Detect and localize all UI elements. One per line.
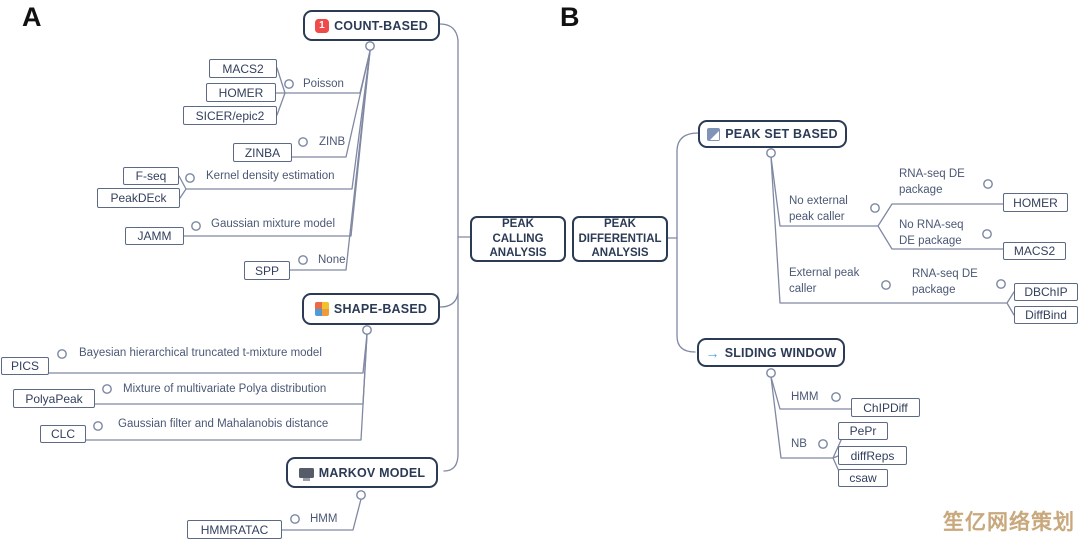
tool-box-pepr: PePr — [838, 422, 888, 440]
node-shape-based: SHAPE-BASED — [302, 293, 440, 325]
tool-box-homer-b: HOMER — [1003, 193, 1068, 212]
tool-box-homer-a: HOMER — [206, 83, 276, 102]
panel-b-label: B — [560, 2, 580, 32]
node-peak-calling-analysis: PEAK CALLING ANALYSIS — [470, 216, 566, 262]
sliding-window-label: SLIDING WINDOW — [724, 345, 837, 360]
method-label-external-caller: External peak caller — [789, 267, 860, 295]
tool-box-spp: SPP — [244, 261, 290, 280]
markov-model-label: MARKOV MODEL — [318, 465, 426, 480]
colored-shapes-icon — [314, 302, 329, 316]
peak-set-based-label: PEAK SET BASED — [725, 127, 838, 141]
tool-box-polyapeak: PolyaPeak — [13, 389, 95, 408]
red-one-badge-icon: 1 — [315, 18, 330, 33]
method-label-gaussian-filter: Gaussian filter and Mahalanobis distance — [118, 418, 329, 430]
method-label-no-external-caller: No external peak caller — [789, 195, 848, 223]
tool-box-jamm: JAMM — [125, 227, 184, 245]
method-label-none: None — [318, 254, 346, 266]
tool-box-clc: CLC — [40, 425, 86, 443]
watermark: 笙亿网络策划 — [943, 511, 1075, 534]
method-label-kernel-density: Kernel density estimation — [206, 170, 335, 182]
tool-box-chipdiff: ChIPDiff — [851, 398, 920, 417]
tool-box-macs2-b: MACS2 — [1003, 242, 1066, 260]
tool-box-diffbind: DiffBind — [1014, 306, 1078, 324]
node-sliding-window: → SLIDING WINDOW — [697, 338, 845, 367]
node-count-based: 1 COUNT-BASED — [303, 10, 440, 41]
node-peak-set-based: PEAK SET BASED — [698, 120, 847, 148]
tool-box-pics: PICS — [1, 357, 49, 375]
method-label-bayesian-tmixture: Bayesian hierarchical truncated t-mixtur… — [79, 347, 322, 359]
blue-arrow-icon: → — [705, 344, 720, 361]
tool-box-macs2-a: MACS2 — [209, 59, 277, 78]
tool-box-dbchip: DBChIP — [1014, 283, 1078, 301]
area-chart-icon — [707, 127, 721, 141]
node-markov-model: MARKOV MODEL — [286, 457, 438, 488]
tool-box-csaw: csaw — [838, 469, 888, 487]
method-label-hmm-b: HMM — [791, 391, 819, 403]
method-label-zinb: ZINB — [319, 136, 346, 148]
tool-box-zinba: ZINBA — [233, 143, 292, 162]
monitor-icon — [298, 467, 314, 481]
panel-a-label: A — [22, 2, 42, 32]
method-label-poisson: Poisson — [303, 78, 344, 90]
node-peak-differential-analysis: PEAK DIFFERENTIAL ANALYSIS — [572, 216, 668, 262]
tool-box-sicer: SICER/epic2 — [183, 106, 277, 125]
method-label-no-rnaseq-de: No RNA-seq DE package — [899, 219, 964, 247]
shape-based-label: SHAPE-BASED — [333, 302, 428, 316]
method-label-rnaseq-de-top: RNA-seq DE package — [899, 168, 965, 196]
tool-box-peakdeck: PeakDEck — [97, 188, 180, 208]
tool-box-hmmratac: HMMRATAC — [187, 520, 282, 539]
tool-box-diffreps: diffReps — [838, 446, 907, 465]
collapse-handle-circles — [57, 41, 1006, 524]
method-label-hmm-a: HMM — [310, 513, 338, 525]
method-label-rnaseq-de-bottom: RNA-seq DE package — [912, 268, 978, 296]
tool-box-fseq: F-seq — [123, 167, 179, 185]
method-label-polya-mixture: Mixture of multivariate Polya distributi… — [123, 383, 327, 395]
method-label-nb: NB — [791, 438, 807, 450]
count-based-label: COUNT-BASED — [334, 18, 428, 33]
method-label-gaussian-mixture: Gaussian mixture model — [211, 218, 335, 230]
